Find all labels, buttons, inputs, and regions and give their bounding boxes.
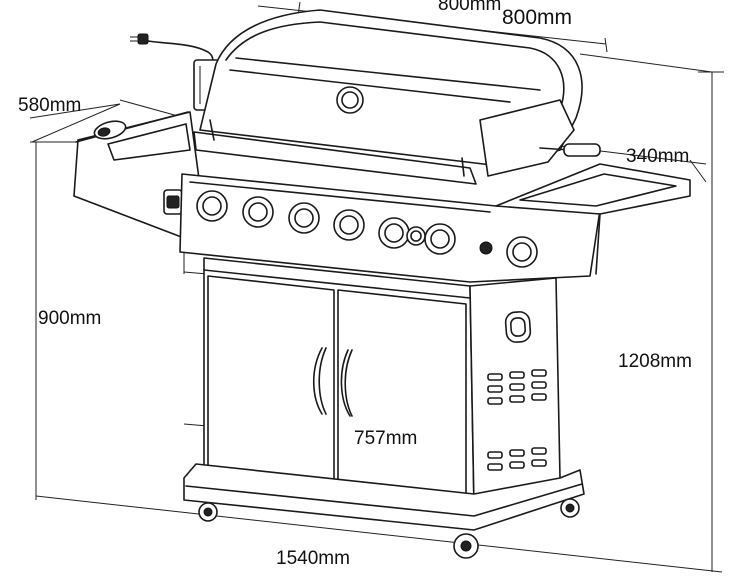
- label-total-height: 1208mm: [618, 351, 692, 372]
- knob-5: [378, 217, 410, 249]
- knob-3: [288, 202, 320, 234]
- spit-handle: [563, 143, 601, 157]
- label-total-width: 1540mm: [276, 548, 350, 569]
- lid-handle: [193, 131, 477, 185]
- knob-1: [196, 190, 228, 222]
- right-shelf-recess: [519, 173, 677, 207]
- dim-line-left-depth: [29, 103, 121, 119]
- knob-6: [424, 223, 456, 255]
- igniter-button: [166, 195, 180, 209]
- label-top-overlap: 800mm: [438, 0, 501, 15]
- wheel-front-right: [453, 533, 479, 559]
- cabinet: [183, 257, 585, 531]
- side-vents-lower: [487, 447, 547, 471]
- label-left-depth: 580mm: [18, 95, 81, 116]
- label-left-height: 900mm: [38, 308, 101, 329]
- right-shelf-post: [595, 213, 601, 275]
- control-panel-top-edge: [189, 181, 491, 213]
- tank-gauge-inner: [509, 317, 527, 337]
- side-vents-upper: [487, 369, 547, 405]
- side-burner-lid: [107, 123, 191, 161]
- thermometer-face: [341, 91, 359, 109]
- side-igniter: [479, 241, 493, 255]
- handle-post-left: [209, 119, 215, 141]
- right-side-shelf: [495, 163, 691, 275]
- knob-4: [333, 209, 365, 241]
- right-door-handle-inner: [344, 349, 353, 417]
- dim-line-total-width: [35, 495, 723, 573]
- wheels: [198, 498, 580, 559]
- igniter-knob: [406, 226, 426, 246]
- label-top-width: 800mm: [502, 6, 572, 29]
- dim-tick-total-height-top: [579, 53, 713, 73]
- knob-side-burner-right: [506, 236, 538, 268]
- wheel-front-left: [198, 502, 218, 522]
- handle-post-right: [461, 157, 465, 177]
- side-burner-knob-cap: [97, 127, 111, 137]
- knob-2: [242, 196, 274, 228]
- left-shelf-edge: [75, 111, 189, 143]
- cabinet-base-edge: [185, 483, 583, 517]
- lid-inner-edge: [225, 21, 565, 111]
- control-panel: [179, 173, 601, 283]
- lid-ridge-1: [235, 57, 541, 91]
- wheel-back-right: [560, 498, 580, 518]
- dim-tick-top-right: [604, 37, 608, 53]
- left-door-handle: [312, 347, 323, 415]
- dimension-labels: 800mm 800mm 580mm 340mm 900mm 1208mm 757…: [18, 0, 692, 569]
- left-door-handle-inner: [318, 347, 327, 415]
- dim-line-left-depth-b: [119, 99, 179, 117]
- lid-ridge-2: [229, 69, 511, 103]
- right-door-handle: [340, 349, 351, 417]
- dim-line-shelf-depth-b: [689, 159, 707, 183]
- cabinet-top-band: [203, 269, 471, 299]
- label-right-shelf-depth: 340mm: [626, 146, 689, 167]
- label-cabinet-width: 757mm: [354, 428, 417, 449]
- grill-lid: [193, 9, 601, 185]
- lid-side-panel: [479, 99, 575, 177]
- dim-line-depth-diag: [31, 103, 121, 143]
- plug-head: [137, 33, 149, 45]
